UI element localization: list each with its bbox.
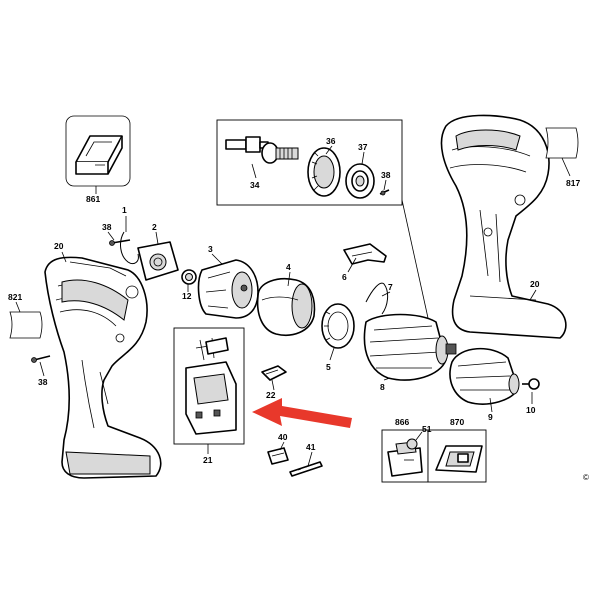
part-number-38-left: 38 (38, 377, 48, 387)
part-number-20-right: 20 (530, 279, 540, 289)
part-12-washer (181, 269, 197, 285)
part-8-gearbox (363, 313, 457, 381)
copyright-mark: © (583, 473, 589, 482)
part-number-38-inset: 38 (381, 170, 391, 180)
part-4-ring-housing (256, 278, 316, 336)
part-6-bracket (343, 243, 387, 265)
part-number-labels: 1 2 3 4 5 6 7 8 9 10 12 20 20 21 22 34 3… (8, 136, 589, 482)
part-number-6: 6 (342, 272, 347, 282)
part-number-821: 821 (8, 292, 22, 302)
part-1-clip (120, 231, 139, 265)
part-number-7: 7 (388, 282, 393, 292)
inset-leader-line (401, 199, 429, 319)
part-40-bit-holder (267, 447, 289, 465)
part-41-bit (289, 461, 323, 477)
part-7-spring (365, 282, 389, 315)
part-number-4: 4 (286, 262, 291, 272)
part-number-41: 41 (306, 442, 316, 452)
part-34-shaft (225, 136, 299, 164)
part-38-screw-top (109, 239, 131, 246)
part-number-817: 817 (566, 178, 580, 188)
part-number-38-top: 38 (102, 222, 112, 232)
part-2-end-plate (137, 241, 179, 281)
part-number-866: 866 (395, 417, 409, 427)
part-number-51: 51 (422, 424, 432, 434)
highlight-arrow (252, 398, 352, 428)
part-38-screw-left (31, 355, 51, 363)
part-number-10: 10 (526, 405, 536, 415)
battery-866-box (381, 429, 429, 483)
accessory-861-kit-box (65, 115, 131, 187)
part-number-2: 2 (152, 222, 157, 232)
part-10-screw (522, 378, 540, 390)
part-number-21: 21 (203, 455, 213, 465)
charger-870-box (427, 429, 487, 483)
part-number-1: 1 (122, 205, 127, 215)
label-817-sticker (545, 127, 579, 159)
part-38-pin-inset (379, 189, 390, 196)
right-housing-shell (440, 114, 567, 339)
part-number-12: 12 (182, 291, 192, 301)
part-number-40: 40 (278, 432, 288, 442)
part-22-small-bracket (261, 365, 287, 381)
part-number-36: 36 (326, 136, 336, 146)
part-5-ring-plate (321, 303, 355, 349)
part-number-22: 22 (266, 390, 276, 400)
part-number-8: 8 (380, 382, 385, 392)
part-51-cap (406, 438, 418, 450)
part-number-20-left: 20 (54, 241, 64, 251)
part-3-motor (197, 259, 259, 319)
leader-lines (15, 145, 571, 467)
left-housing-shell (44, 256, 162, 479)
part-number-870: 870 (450, 417, 464, 427)
part-number-5: 5 (326, 362, 331, 372)
switch-assembly-21-box (173, 327, 245, 445)
part-number-861: 861 (86, 194, 100, 204)
part-number-37: 37 (358, 142, 368, 152)
part-number-34: 34 (250, 180, 260, 190)
label-821-sticker (9, 311, 43, 339)
part-9-chuck (449, 347, 520, 405)
part-36-gear-ring (307, 147, 341, 197)
part-number-3: 3 (208, 244, 213, 254)
part-number-9: 9 (488, 412, 493, 422)
part-37-bearing (345, 163, 375, 199)
